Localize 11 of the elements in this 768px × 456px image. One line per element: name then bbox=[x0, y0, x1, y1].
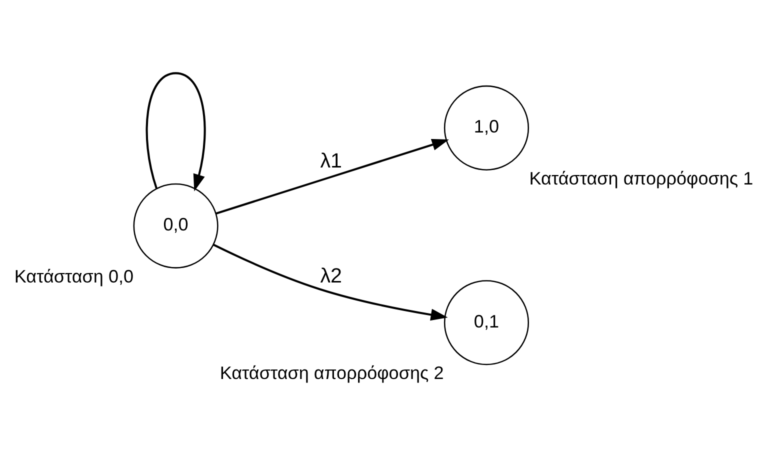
node-circle: 1,0 bbox=[444, 84, 530, 170]
node-label: Κατάσταση απορρόφοσης 2 bbox=[220, 362, 444, 382]
node-label: Κατάσταση απορρόφοσης 1 bbox=[529, 168, 754, 188]
arrow bbox=[213, 243, 448, 320]
node-circle: 0,1 bbox=[444, 280, 530, 365]
node-circle: 0,0 bbox=[133, 182, 218, 268]
edge-label: λ2 bbox=[320, 264, 342, 287]
arrow bbox=[216, 138, 449, 214]
edge-label: λ1 bbox=[320, 149, 342, 172]
node-label: Κατάσταση 0,0 bbox=[14, 266, 134, 286]
arrow bbox=[146, 72, 206, 191]
